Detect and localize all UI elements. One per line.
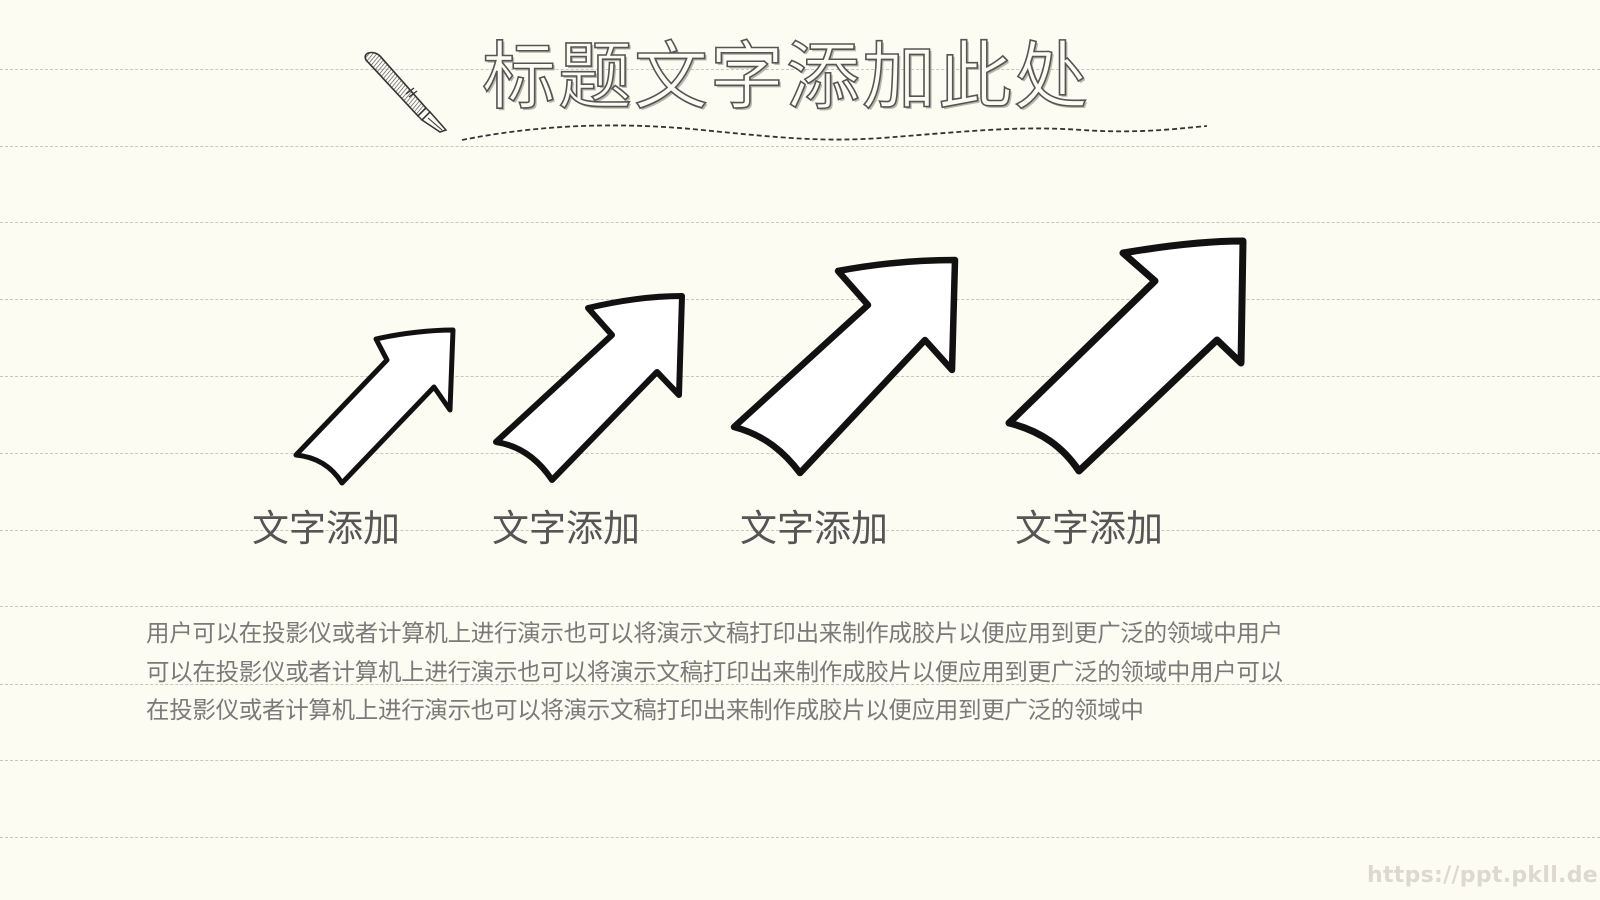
ruled-line (0, 606, 1600, 607)
arrow-up-right-icon (1005, 237, 1247, 475)
item-label: 文字添加 (492, 507, 640, 550)
arrow-up-right-icon (293, 327, 456, 486)
arrow-up-right-icon (493, 293, 685, 483)
body-line: 可以在投影仪或者计算机上进行演示也可以将演示文稿打印出来制作成胶片以便应用到更广… (146, 657, 1283, 686)
ruled-line (0, 222, 1600, 223)
item-label: 文字添加 (740, 507, 888, 550)
body-line: 用户可以在投影仪或者计算机上进行演示也可以将演示文稿打印出来制作成胶片以便应用到… (146, 619, 1283, 647)
wavy-underline (462, 124, 1207, 141)
body-paragraph: 用户可以在投影仪或者计算机上进行演示也可以将演示文稿打印出来制作成胶片以便应用到… (146, 614, 1466, 730)
ruled-line (0, 684, 1600, 685)
body-line: 在投影仪或者计算机上进行演示也可以将演示文稿打印出来制作成胶片以便应用到更广泛的… (146, 696, 1144, 724)
ruled-line (0, 760, 1600, 761)
ruled-line (0, 837, 1600, 838)
watermark: https://ppt.pkll.de (1367, 863, 1598, 888)
arrow-up-right-icon (730, 256, 959, 477)
ruled-line (0, 146, 1600, 147)
ruled-line (0, 69, 1600, 70)
fountain-pen-icon (364, 51, 448, 133)
item-label: 文字添加 (1015, 507, 1163, 550)
ruled-line (0, 530, 1600, 531)
ruled-line (0, 299, 1600, 300)
slide-title: 标题文字添加此处 (481, 34, 1090, 120)
item-label: 文字添加 (252, 507, 400, 550)
